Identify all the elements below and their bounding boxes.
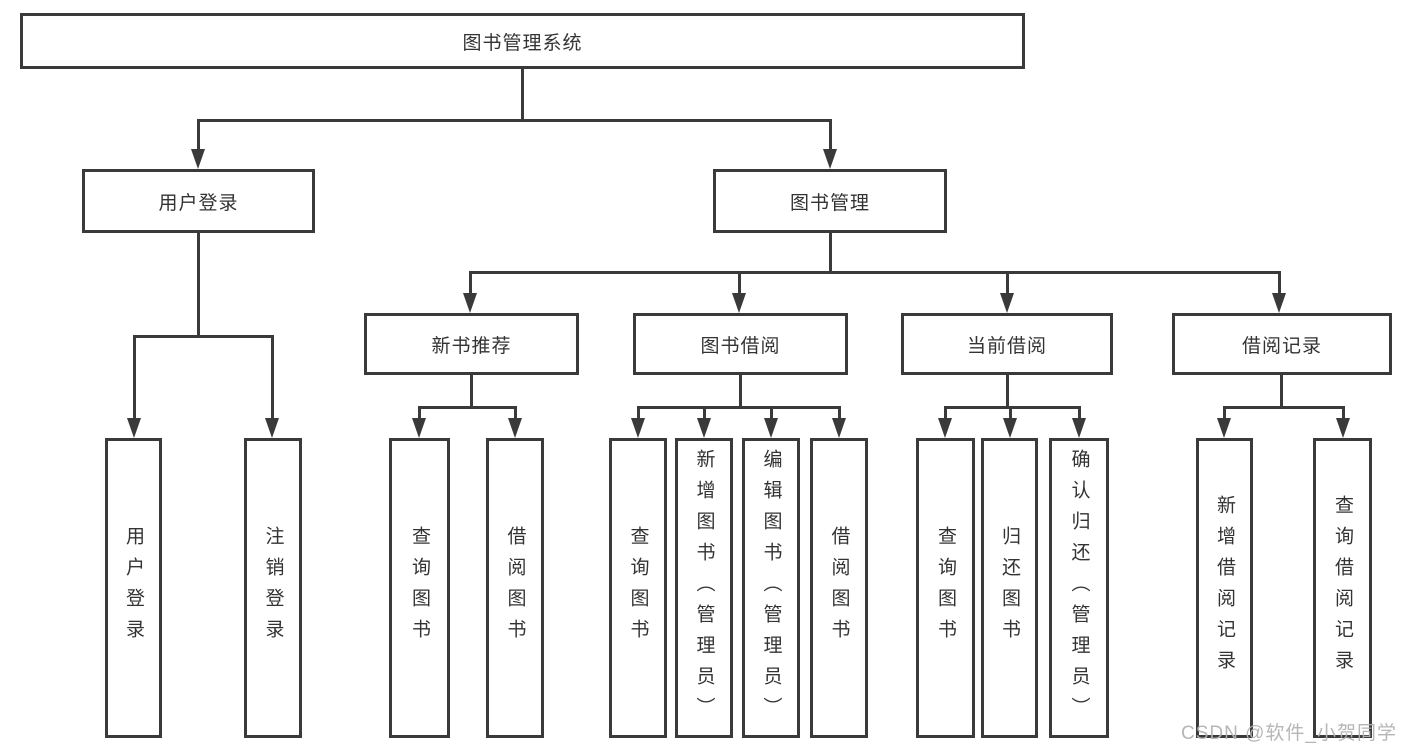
connector-line	[469, 271, 1280, 274]
arrowhead-down-icon	[463, 293, 477, 313]
connector-line	[944, 406, 1080, 409]
arrowhead-down-icon	[732, 293, 746, 313]
leaf-label: 查询图书	[627, 526, 649, 650]
leaf-query-borrow-record: 查询借阅记录	[1313, 438, 1372, 738]
arrowhead-down-icon	[631, 418, 645, 438]
leaf-borrow-books-2: 借阅图书	[810, 438, 868, 738]
connector-line	[738, 271, 741, 294]
connector-line	[133, 335, 274, 338]
connector-line	[418, 406, 421, 419]
leaf-query-books-3: 查询图书	[916, 438, 975, 738]
arrowhead-down-icon	[1217, 418, 1231, 438]
leaf-label: 注销登录	[262, 526, 284, 650]
leaf-label: 查询图书	[409, 526, 430, 650]
node-label: 图书管理	[789, 192, 870, 214]
arrowhead-down-icon	[191, 149, 205, 169]
connector-line	[703, 406, 706, 419]
connector-line	[829, 233, 832, 274]
connector-line	[418, 406, 517, 409]
leaf-label: 归还图书	[999, 526, 1020, 650]
connector-line	[739, 375, 742, 409]
arrowhead-down-icon	[265, 418, 279, 438]
leaf-add-books-admin: 新增图书（管理员）	[675, 438, 733, 738]
leaf-query-books-1: 查询图书	[389, 438, 450, 738]
connector-line	[197, 119, 831, 122]
connector-line	[271, 335, 274, 419]
connector-line	[838, 406, 841, 419]
node-label: 新书推荐	[431, 335, 512, 357]
connector-line	[829, 119, 832, 150]
leaf-label: 借阅图书	[828, 526, 850, 650]
connector-line	[637, 406, 640, 419]
arrowhead-down-icon	[697, 418, 711, 438]
leaf-label: 查询借阅记录	[1332, 495, 1353, 681]
node-new-book-recommend: 新书推荐	[364, 313, 579, 375]
connector-line	[1223, 406, 1344, 409]
connector-line	[1278, 271, 1281, 294]
node-label: 用户登录	[158, 192, 239, 214]
arrowhead-down-icon	[1003, 418, 1017, 438]
node-book-management: 图书管理	[713, 169, 947, 233]
arrowhead-down-icon	[1072, 418, 1086, 438]
connector-line	[1078, 406, 1081, 419]
leaf-label: 新增图书（管理员）	[693, 448, 715, 728]
arrowhead-down-icon	[832, 418, 846, 438]
connector-line	[1223, 406, 1226, 419]
node-label: 图书借阅	[700, 335, 781, 357]
leaf-edit-books-admin: 编辑图书（管理员）	[742, 438, 800, 738]
connector-line	[469, 271, 472, 294]
arrowhead-down-icon	[412, 418, 426, 438]
leaf-label: 编辑图书（管理员）	[760, 448, 782, 728]
arrowhead-down-icon	[823, 149, 837, 169]
node-root-library-management-system: 图书管理系统	[20, 13, 1025, 69]
node-book-borrowing: 图书借阅	[633, 313, 848, 375]
node-borrowing-records: 借阅记录	[1172, 313, 1392, 375]
leaf-label: 确认归还（管理员）	[1068, 448, 1090, 728]
node-current-borrowing: 当前借阅	[901, 313, 1113, 375]
connector-line	[521, 69, 524, 121]
connector-line	[514, 406, 517, 419]
leaf-user-login: 用户登录	[105, 438, 162, 738]
connector-line	[1280, 375, 1283, 409]
node-label: 当前借阅	[966, 335, 1047, 357]
node-label: 图书管理系统	[462, 32, 583, 54]
connector-line	[637, 406, 840, 409]
connector-line	[944, 406, 947, 419]
leaf-query-books-2: 查询图书	[609, 438, 667, 738]
connector-line	[197, 233, 200, 338]
arrowhead-down-icon	[127, 418, 141, 438]
connector-line	[770, 406, 773, 419]
arrowhead-down-icon	[1336, 418, 1350, 438]
leaf-borrow-books-1: 借阅图书	[486, 438, 544, 738]
leaf-label: 新增借阅记录	[1214, 495, 1235, 681]
leaf-label: 借阅图书	[504, 526, 526, 650]
connector-line	[133, 335, 136, 419]
leaf-label: 用户登录	[123, 526, 144, 650]
node-user-login: 用户登录	[82, 169, 315, 233]
connector-line	[1009, 406, 1012, 419]
arrowhead-down-icon	[764, 418, 778, 438]
leaf-return-books: 归还图书	[981, 438, 1038, 738]
connector-line	[197, 119, 200, 150]
connector-line	[1342, 406, 1345, 419]
leaf-logout: 注销登录	[244, 438, 302, 738]
arrowhead-down-icon	[1000, 293, 1014, 313]
leaf-confirm-return-admin: 确认归还（管理员）	[1049, 438, 1109, 738]
connector-line	[470, 375, 473, 409]
arrowhead-down-icon	[508, 418, 522, 438]
connector-line	[1006, 375, 1009, 409]
arrowhead-down-icon	[1272, 293, 1286, 313]
leaf-add-borrow-record: 新增借阅记录	[1196, 438, 1253, 738]
arrowhead-down-icon	[938, 418, 952, 438]
node-label: 借阅记录	[1241, 335, 1322, 357]
leaf-label: 查询图书	[935, 526, 956, 650]
csdn-watermark: CSDN @软件_小贺同学	[1181, 723, 1397, 744]
connector-line	[1006, 271, 1009, 294]
